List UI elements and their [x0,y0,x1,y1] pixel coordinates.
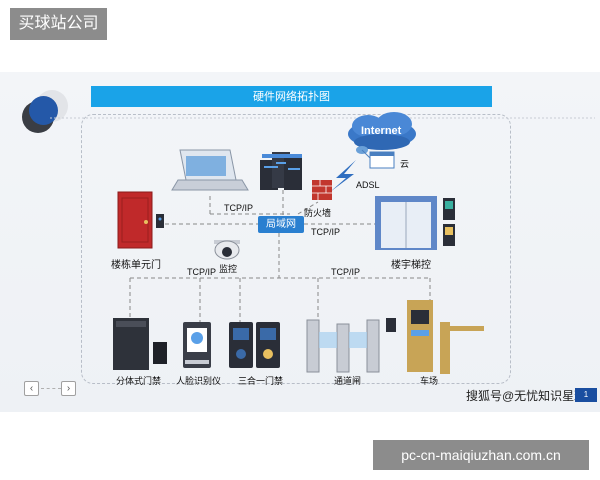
pager-divider [41,388,61,389]
camera-label: 监控 [219,264,238,274]
laptop-icon [171,149,249,191]
face-recognition-label: 人脸识别仪 [176,376,222,386]
slide-canvas [0,72,600,412]
face-recognition-icon [183,322,211,368]
parking-label: 车场 [420,376,439,386]
elevator-label: 楼宇梯控 [391,260,431,271]
satellite-icon [356,146,395,169]
network-links [129,190,431,322]
lan-box: 局域网 [258,216,304,233]
diagram-frame [81,114,511,384]
three-in-one-label: 三合一门禁 [238,376,284,386]
watermark-badge: 1 [575,388,597,402]
next-slide-button[interactable]: › [61,381,76,396]
prev-slide-button[interactable]: ‹ [24,381,39,396]
cloud-label: 云 [400,159,410,169]
tcpip-label-left: TCP/IP [187,267,217,277]
split-access-icon [113,318,167,370]
tcpip-label-right: TCP/IP [311,227,341,237]
adsl-label: ADSL [356,180,380,190]
firewall-label: 防火墙 [304,208,332,218]
url-badge: pc-cn-maiqiuzhan.com.cn [373,440,589,470]
building-door-icon [117,191,164,249]
site-badge: 买球站公司 [10,8,107,40]
firewall-icon [312,180,332,200]
slide-title: 硬件网络拓扑图 [91,86,492,107]
three-in-one-icon [229,322,280,368]
building-door-label: 楼栋单元门 [111,260,161,271]
deco-circle-blue [29,96,58,125]
server-icon [260,152,302,190]
internet-label: Internet [361,125,402,137]
camera-icon [214,240,240,260]
cloud-icon [348,112,416,150]
tcpip-label-bus: TCP/IP [331,267,361,277]
link-lan-firewall [297,201,319,215]
turnstile-icon [306,318,396,373]
tcpip-label-top: TCP/IP [224,203,254,213]
parking-icon [407,300,484,374]
adsl-lightning-icon [330,160,356,192]
sohu-watermark: 搜狐号@无忧知识星球 [466,389,587,403]
elevator-icon [375,196,455,250]
split-access-label: 分体式门禁 [116,376,162,386]
turnstile-label: 通道闸 [334,376,362,386]
